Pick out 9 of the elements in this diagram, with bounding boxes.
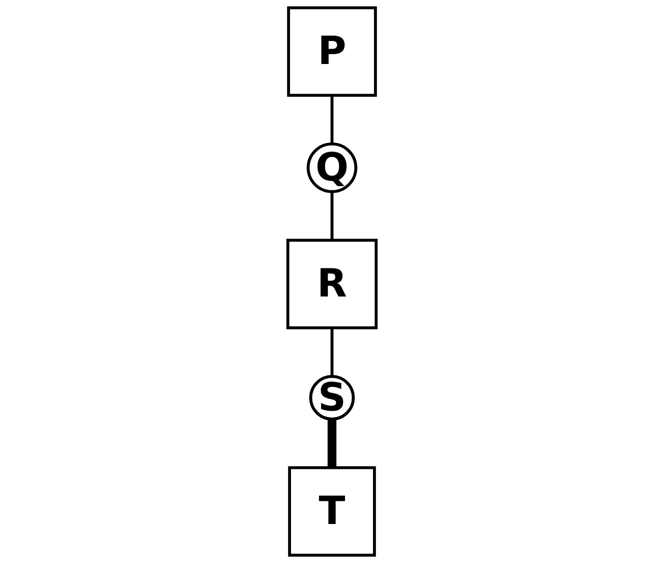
node-circle: S	[309, 374, 355, 420]
node-box: R	[286, 238, 378, 330]
connector	[330, 95, 334, 144]
connector	[330, 192, 334, 240]
connector	[330, 328, 334, 376]
node-box: T	[288, 466, 376, 557]
node-box: P	[287, 6, 377, 97]
connector	[328, 418, 336, 468]
node-circle: Q	[306, 142, 358, 194]
